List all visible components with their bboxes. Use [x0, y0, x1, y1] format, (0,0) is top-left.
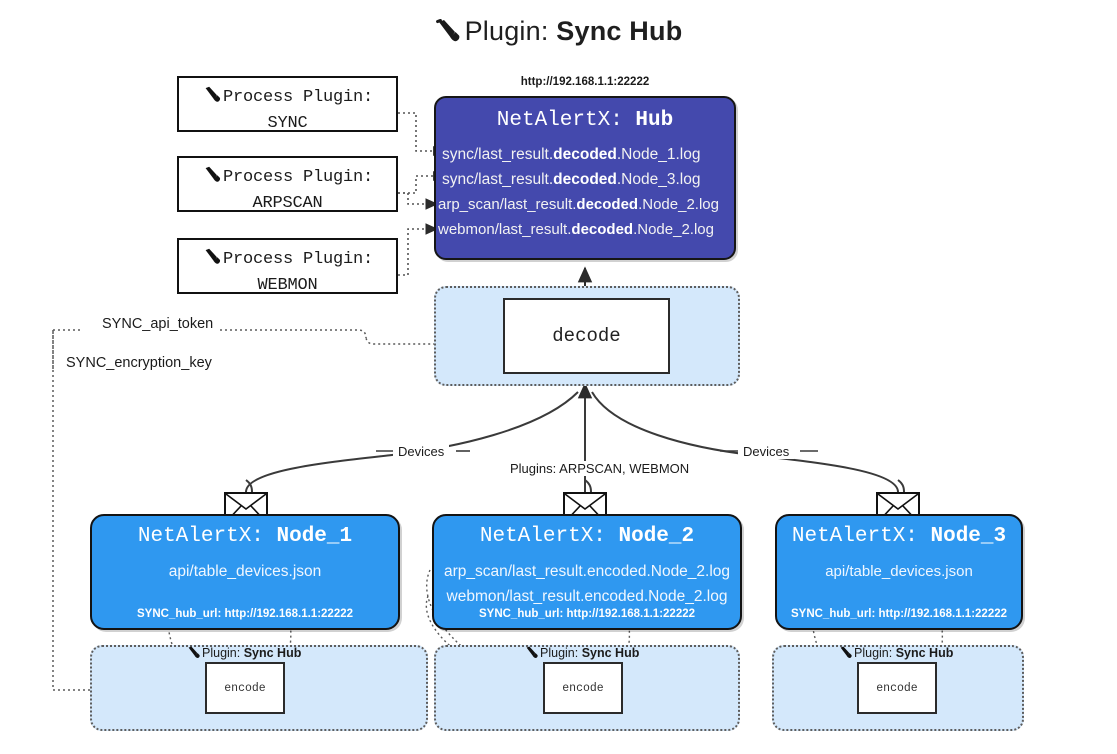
- title-name: Sync Hub: [556, 16, 683, 46]
- edge-label-plugins: Plugins: ARPSCAN, WEBMON: [505, 461, 695, 476]
- node-footer: SYNC_hub_url: http://192.168.1.1:22222: [478, 608, 696, 620]
- plug-icon: [524, 646, 539, 662]
- hub-log-row: arp_scan/last_result.decoded.Node_2.log: [438, 196, 719, 213]
- process-plugin-line1: Process Plugin:: [179, 248, 396, 274]
- process-plugin-sync[interactable]: Process Plugin: SYNC: [177, 76, 398, 133]
- sync-api-token-label: SYNC_api_token: [98, 316, 218, 332]
- node-line: webmon/last_result.encoded.Node_2.log: [446, 588, 728, 605]
- node-line: arp_scan/last_result.encoded.Node_2.log: [443, 563, 731, 580]
- plug-icon: [435, 18, 461, 50]
- encode-group-label: Plugin: Sync Hub: [838, 646, 953, 662]
- encode-group-node-3: [772, 645, 1024, 731]
- hub-log-list: sync/last_result.decoded.Node_1.log sync…: [436, 142, 734, 242]
- edge-label-devices-left: Devices: [393, 444, 450, 459]
- encode-box[interactable]: encode: [543, 662, 623, 714]
- page-title: Plugin: Sync Hub: [0, 16, 1117, 50]
- title-prefix: Plugin:: [464, 16, 557, 46]
- hub-url-label: http://192.168.1.1:22222: [520, 76, 650, 88]
- plug-icon: [202, 248, 222, 271]
- node-card-node-1[interactable]: NetAlertX: Node_1 api/table_devices.json…: [90, 514, 400, 630]
- sync-encryption-key-label: SYNC_encryption_key: [62, 355, 216, 371]
- node-line: api/table_devices.json: [168, 563, 322, 580]
- encode-box[interactable]: encode: [205, 662, 285, 714]
- plug-icon: [202, 86, 222, 109]
- node-body: api/table_devices.json: [92, 559, 398, 584]
- plug-icon: [202, 166, 222, 189]
- node-card-node-3[interactable]: NetAlertX: Node_3 api/table_devices.json…: [775, 514, 1023, 630]
- hub-log-row: webmon/last_result.decoded.Node_2.log: [438, 221, 714, 238]
- hub-log-row: sync/last_result.decoded.Node_3.log: [442, 171, 701, 188]
- hub-header: NetAlertX: Hub: [496, 109, 674, 132]
- process-plugin-line1: Process Plugin:: [179, 86, 396, 112]
- encode-group-label: Plugin: Sync Hub: [186, 646, 301, 662]
- edge-label-devices-right: Devices: [738, 444, 795, 459]
- plug-icon: [186, 646, 201, 662]
- node-body: arp_scan/last_result.encoded.Node_2.log …: [434, 559, 740, 609]
- plug-icon: [838, 646, 853, 662]
- hub-log-row: sync/last_result.decoded.Node_1.log: [442, 146, 701, 163]
- process-plugin-line1: Process Plugin:: [179, 166, 396, 192]
- node-footer: SYNC_hub_url: http://192.168.1.1:22222: [136, 608, 354, 620]
- process-plugin-arpscan[interactable]: Process Plugin: ARPSCAN: [177, 156, 398, 213]
- encode-box[interactable]: encode: [857, 662, 937, 714]
- decode-box[interactable]: decode: [503, 298, 670, 374]
- node-footer: SYNC_hub_url: http://192.168.1.1:22222: [790, 608, 1008, 620]
- process-plugin-line2: SYNC: [267, 114, 308, 134]
- hub-node[interactable]: NetAlertX: Hub sync/last_result.decoded.…: [434, 96, 736, 260]
- node-header: NetAlertX: Node_2: [479, 525, 695, 548]
- node-body: api/table_devices.json: [777, 559, 1021, 584]
- process-plugin-webmon[interactable]: Process Plugin: WEBMON: [177, 238, 398, 295]
- node-card-node-2[interactable]: NetAlertX: Node_2 arp_scan/last_result.e…: [432, 514, 742, 630]
- node-line: api/table_devices.json: [825, 563, 973, 580]
- node-header: NetAlertX: Node_1: [137, 525, 353, 548]
- node-header: NetAlertX: Node_3: [791, 525, 1007, 548]
- process-plugin-line2: ARPSCAN: [252, 194, 323, 214]
- encode-group-label: Plugin: Sync Hub: [524, 646, 639, 662]
- process-plugin-line2: WEBMON: [257, 276, 318, 296]
